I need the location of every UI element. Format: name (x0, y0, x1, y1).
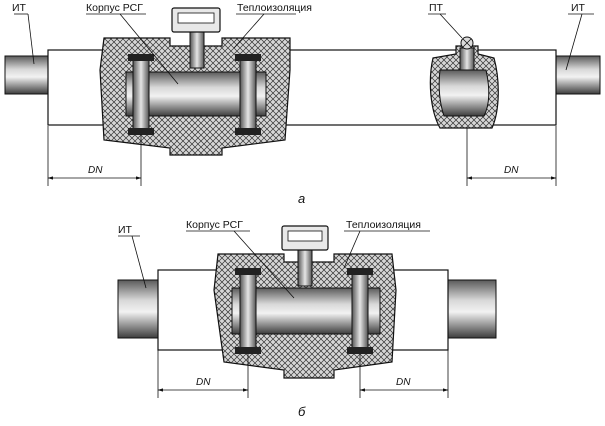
dim-label-left: DN (196, 377, 211, 388)
meter-display-screen (177, 12, 215, 24)
transducer-pipe-window (438, 69, 490, 117)
dim-label-left: DN (88, 165, 103, 176)
bolt-bottom-left (128, 128, 154, 135)
bolt-top-right (235, 54, 261, 61)
leader-line (565, 13, 583, 71)
bolt-bottom-right (347, 347, 373, 354)
measuring-pipe-left (4, 55, 56, 95)
leader-line (27, 13, 35, 65)
measuring-pipe-right (549, 55, 601, 95)
bolt-bottom-right (235, 128, 261, 135)
flange-left (239, 269, 257, 353)
leader-line (343, 230, 361, 269)
bolt-top-left (235, 268, 261, 275)
meter-neck (297, 245, 313, 287)
meter-display-screen (287, 230, 323, 242)
transducer-body (459, 47, 475, 71)
transducer-head-mark (462, 38, 472, 48)
leader-line (439, 13, 463, 39)
figure-a: ИТ ИТ Корпус РСГ Теплоизоляция ПТ DN DN … (4, 2, 601, 206)
leader-line (131, 235, 147, 289)
label-transducer: ПТ (429, 2, 444, 14)
bolt-top-right (347, 268, 373, 275)
figure-b: ИТ Корпус РСГ Теплоизоляция DN DN б (117, 219, 497, 419)
label-measuring-pipe: ИТ (118, 224, 133, 236)
flange-right (351, 269, 369, 353)
bolt-bottom-left (235, 347, 261, 354)
label-meter-body: Корпус РСГ (186, 219, 243, 231)
measuring-pipe-right (445, 279, 497, 339)
measuring-pipe-left (117, 279, 161, 339)
meter-neck (189, 27, 205, 69)
label-meter-body: Корпус РСГ (86, 2, 143, 14)
leader-line (233, 13, 265, 49)
leader-line (119, 13, 179, 85)
dim-label-right: DN (504, 165, 519, 176)
bolt-top-left (128, 54, 154, 61)
flange-left (132, 55, 150, 133)
flange-right (239, 55, 257, 133)
label-insulation: Теплоизоляция (237, 2, 312, 14)
label-insulation: Теплоизоляция (346, 219, 421, 231)
leader-line (233, 230, 295, 299)
caption-b: б (298, 404, 306, 419)
dim-label-right: DN (396, 377, 411, 388)
caption-a: а (298, 191, 305, 206)
label-measuring-pipe-left: ИТ (12, 2, 27, 14)
label-measuring-pipe-right: ИТ (571, 2, 586, 14)
